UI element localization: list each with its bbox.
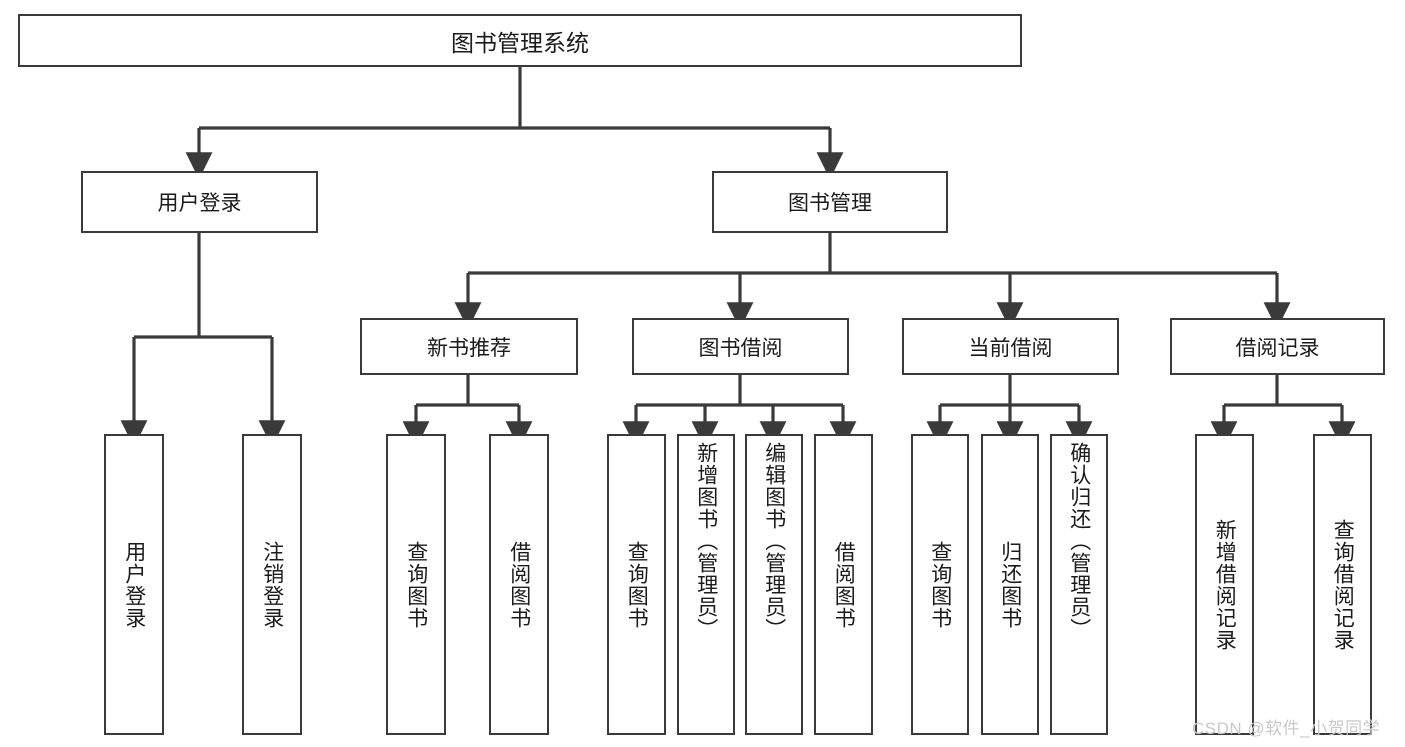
node-label: 新书推荐 (427, 336, 511, 360)
node-label: 图书借阅 (698, 336, 783, 360)
node-borrow-record[interactable]: 借阅记录 (1170, 318, 1385, 375)
node-label: 查询图书 (625, 540, 649, 629)
node-label: 借阅图书 (832, 540, 856, 629)
leaf-recommend-query-book[interactable]: 查询图书 (386, 434, 446, 735)
node-book-management[interactable]: 图书管理 (712, 171, 948, 233)
node-label: 确认归还（管理员） (1067, 442, 1091, 640)
leaf-current-confirm-return-admin[interactable]: 确认归还（管理员） (1050, 434, 1108, 735)
leaf-borrow-edit-book-admin[interactable]: 编辑图书（管理员） (745, 434, 803, 735)
leaf-current-query-book[interactable]: 查询图书 (911, 434, 969, 735)
leaf-borrow-query-book[interactable]: 查询图书 (607, 434, 666, 735)
node-label: 新增借阅记录 (1213, 518, 1237, 651)
leaf-record-query-record[interactable]: 查询借阅记录 (1313, 434, 1372, 735)
node-label: 图书管理系统 (451, 29, 589, 56)
node-label: 借阅图书 (507, 540, 531, 629)
node-label: 图书管理 (788, 192, 872, 215)
leaf-user-login-logout[interactable]: 注销登录 (242, 434, 302, 735)
node-user-login[interactable]: 用户登录 (81, 171, 318, 233)
leaf-user-login-login[interactable]: 用户登录 (104, 434, 164, 735)
node-label: 用户登录 (122, 540, 146, 629)
node-label: 注销登录 (260, 540, 284, 629)
leaf-current-return-book[interactable]: 归还图书 (981, 434, 1039, 735)
node-book-borrow[interactable]: 图书借阅 (632, 318, 849, 375)
leaf-recommend-borrow-book[interactable]: 借阅图书 (489, 434, 549, 735)
leaf-record-add-record[interactable]: 新增借阅记录 (1195, 434, 1254, 735)
node-label: 查询图书 (404, 540, 428, 629)
watermark: CSDN @软件_小贺同学 (1192, 719, 1381, 738)
node-label: 当前借阅 (968, 336, 1053, 360)
leaf-borrow-add-book-admin[interactable]: 新增图书（管理员） (677, 434, 735, 735)
node-label: 借阅记录 (1235, 336, 1320, 360)
node-label: 查询借阅记录 (1331, 518, 1355, 651)
node-label: 编辑图书（管理员） (762, 442, 786, 640)
node-label: 归还图书 (998, 540, 1022, 629)
node-root[interactable]: 图书管理系统 (18, 14, 1022, 67)
node-label: 新增图书（管理员） (694, 442, 718, 640)
leaf-borrow-borrow-book[interactable]: 借阅图书 (814, 434, 873, 735)
node-label: 查询图书 (928, 540, 952, 629)
node-label: 用户登录 (157, 192, 242, 215)
node-new-book-recommend[interactable]: 新书推荐 (360, 318, 578, 375)
node-current-borrow[interactable]: 当前借阅 (902, 318, 1119, 375)
